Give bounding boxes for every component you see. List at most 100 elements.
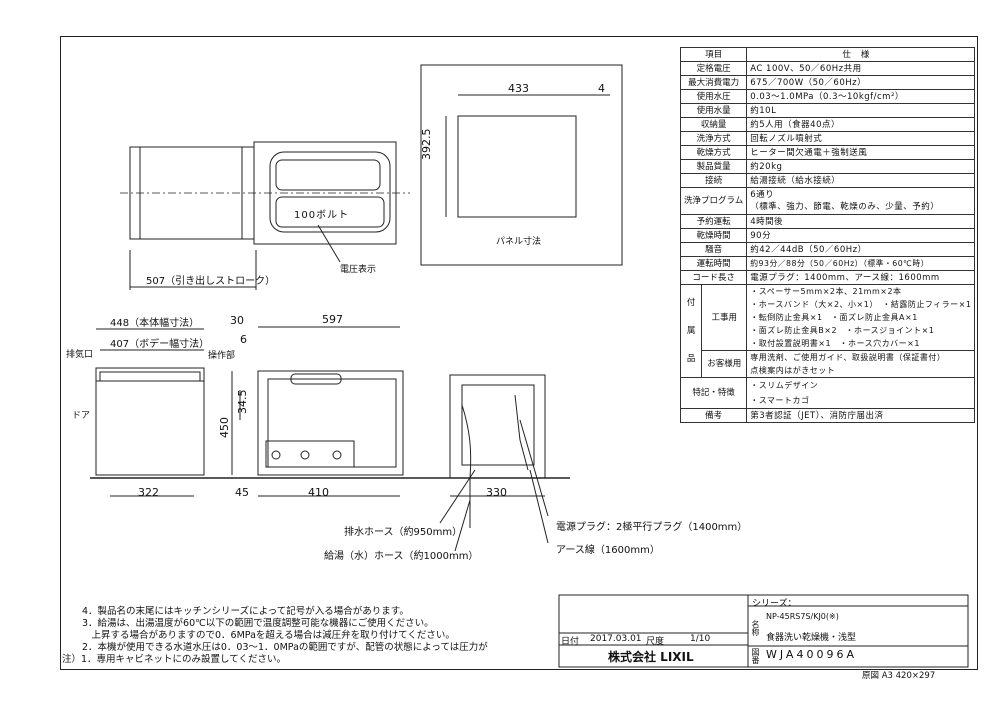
rear-d330: 330 <box>486 486 507 499</box>
stroke-dimension: 507（引き出しストローク） <box>146 276 276 287</box>
spec-row: コード長さ電源プラグ：1400mm、アース線：1600mm <box>679 270 976 285</box>
accessory-label-char: 品 <box>686 354 696 364</box>
drawing-number: WJA40096A <box>766 648 857 661</box>
spec-key: 使用水圧 <box>679 89 748 104</box>
spec-header-spec: 仕様 <box>746 47 976 62</box>
panel-gap-dim: 4 <box>598 82 605 95</box>
spec-row: 運転時間約93分／88分（50／60Hz）（標準・60℃時） <box>679 256 976 271</box>
panel-width-dim: 433 <box>508 82 529 95</box>
list-item: 点検案内はがきセット <box>750 366 836 375</box>
spec-key: 収納量 <box>679 117 748 132</box>
spec-key: 備考 <box>679 408 748 423</box>
name-label: 名称 <box>751 620 760 636</box>
note-line: 注）1．専用キャビネットにのみ設置してください。 <box>62 654 286 665</box>
panel-height-dim: 392.5 <box>420 128 433 161</box>
supply-hose-label: 給湯（水）ホース（約1000mm） <box>324 551 479 562</box>
accessory-label-char: 属 <box>686 326 696 336</box>
spec-value: 6通り（標準、強力、節電、乾燥のみ、少量、予約） <box>746 187 976 215</box>
date-label: 日付 <box>561 637 580 647</box>
features-row: 特記・特徴・スリムデザイン・スマートカゴ <box>679 377 976 409</box>
drawing-no-label: 図番 <box>751 648 760 664</box>
spec-value: ヒーター間欠通電＋強制送風 <box>746 145 976 160</box>
exhaust-label: 排気口 <box>66 350 94 360</box>
spec-key: 製品質量 <box>679 159 748 174</box>
spec-row: 騒音約42／44dB（50／60Hz） <box>679 242 976 257</box>
spec-key: 最大消費電力 <box>679 75 748 90</box>
spec-key: コード長さ <box>679 270 748 285</box>
list-item: ・転倒防止金具×1 ・面ズレ防止金具A×1 <box>750 313 918 322</box>
spec-header-item: 項目 <box>679 47 748 62</box>
note-line: 3．給湯は、出湯温度が60℃以下の範囲で温度調整可能な機器にご使用ください。 <box>82 618 434 629</box>
model-number: NP-45RS7S/KJ0(※) <box>766 612 839 621</box>
voltage-display-label: 電圧表示 <box>340 265 377 275</box>
spec-value: 約42／44dB（50／60Hz） <box>746 242 976 257</box>
scale-value: 1/10 <box>690 634 711 644</box>
spec-key: 運転時間 <box>679 256 748 271</box>
spec-value: 0.03～1.0MPa（0.3～10kgf/cm²） <box>746 89 976 104</box>
list-item: ・スリムデザイン <box>750 381 819 390</box>
note-line: 4．製品名の末尾にはキッチンシリーズによって記号が入る場合があります。 <box>82 606 409 617</box>
customer-label: お客様用 <box>701 350 748 378</box>
accessory-label: 付属品 <box>679 284 703 378</box>
features-items: ・スリムデザイン・スマートカゴ <box>746 377 976 409</box>
power-plug-label: 電源プラグ：2極平行プラグ（1400mm） <box>556 522 748 533</box>
spec-key: 乾燥時間 <box>679 228 748 243</box>
spec-row: 洗浄方式回転ノズル噴射式 <box>679 131 976 146</box>
body-width-dim: 448（本体幅寸法） <box>110 318 200 329</box>
spec-key: 特記・特徴 <box>679 377 748 409</box>
spec-value: 約10L <box>746 103 976 118</box>
work-label: 工事用 <box>701 284 748 351</box>
spec-key: 予約運転 <box>679 214 748 229</box>
scale-label: 尺度 <box>646 637 665 647</box>
spec-row: 製品質量約20kg <box>679 159 976 174</box>
list-item: ・取付設置説明書×1 ・ホース穴カバー×1 <box>750 339 920 348</box>
spec-value: 675／700W（50／60Hz） <box>746 75 976 90</box>
spec-key: 騒音 <box>679 242 748 257</box>
spec-value: 回転ノズル噴射式 <box>746 131 976 146</box>
front-bottom-dim: 322 <box>138 486 159 499</box>
door-voltage-label: 100ボルト <box>294 210 350 221</box>
side-d597: 597 <box>322 313 343 326</box>
side-d6: 6 <box>240 333 247 346</box>
series-label: シリーズ： <box>752 599 797 609</box>
accessory-row-work: 付属品 工事用 ・スペーサー5mm×2本、21mm×2本 ・ホースバンド（大×2… <box>679 284 976 378</box>
side-d45: 45 <box>235 486 249 499</box>
body-width2-dim: 407（ボデー幅寸法） <box>110 339 210 350</box>
spec-value: 電源プラグ：1400mm、アース線：1600mm <box>746 270 976 285</box>
earth-wire-label: アース線（1600mm） <box>556 545 660 556</box>
accessory-label-char: 付 <box>686 298 696 308</box>
program-count: 6通り <box>750 190 775 200</box>
side-d345: 34.5 <box>236 389 249 415</box>
note-line: 2．本機が使用できる水道水圧は0．03～1．0MPaの範囲ですが、配管の状態によ… <box>82 642 488 653</box>
note-line: 上昇する場合がありますので0．6MPaを超える場合は減圧弁を取り付けてください。 <box>82 630 455 641</box>
spec-key: 定格電圧 <box>679 61 748 76</box>
drawing-frame <box>60 36 978 670</box>
spec-value: 約5人用（食器40点） <box>746 117 976 132</box>
spec-key: 接続 <box>679 173 748 188</box>
side-d30: 30 <box>230 314 244 327</box>
remarks-row: 備考第3者認証（JET）、消防庁届出済 <box>679 408 976 423</box>
customer-items: 専用洗剤、ご使用ガイド、取扱説明書（保証書付） 点検案内はがきセット <box>746 350 976 378</box>
spec-row: 接続給湯接続（給水接続） <box>679 173 976 188</box>
spec-key: 洗浄プログラム <box>679 187 748 215</box>
door-label: ドア <box>72 411 91 421</box>
spec-key: 洗浄方式 <box>679 131 748 146</box>
date-value: 2017.03.01 <box>590 634 642 644</box>
spec-row: 乾燥方式ヒーター間欠通電＋強制送風 <box>679 145 976 160</box>
spec-value: 4時間後 <box>746 214 976 229</box>
product-name: 食器洗い乾燥機・浅型 <box>766 633 857 643</box>
list-item: ・ホースバンド（大×2、小×1） ・結露防止フィラー×1 <box>750 300 972 309</box>
paper-size: 原図 A3 420×297 <box>862 671 936 681</box>
company-name: 株式会社 LIXIL <box>608 650 694 664</box>
spec-value: 約20kg <box>746 159 976 174</box>
spec-value: 給湯接続（給水接続） <box>746 173 976 188</box>
list-item: ・スペーサー5mm×2本、21mm×2本 <box>750 287 902 296</box>
spec-row: 使用水量約10L <box>679 103 976 118</box>
